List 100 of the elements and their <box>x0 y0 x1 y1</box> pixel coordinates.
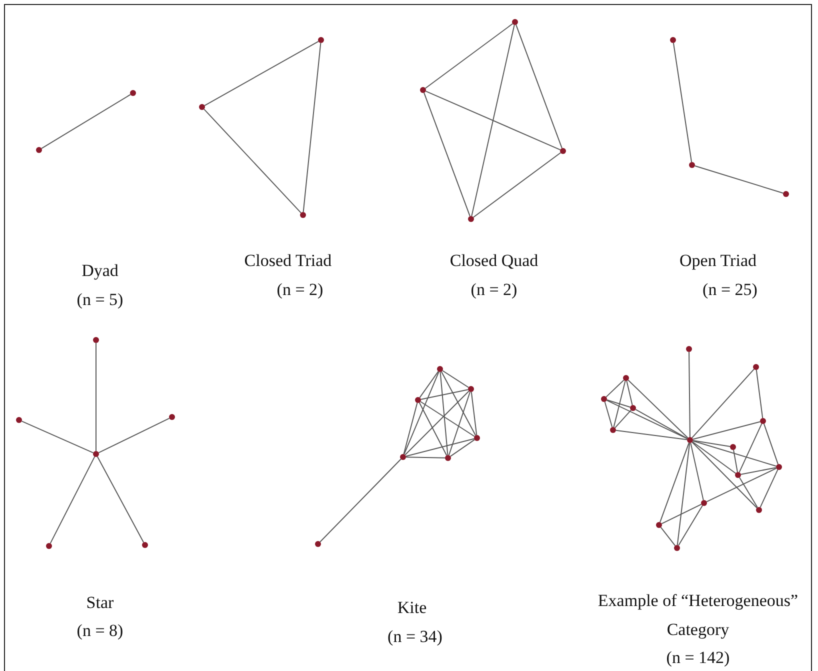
network-edge <box>615 430 688 440</box>
network-edge <box>613 380 626 428</box>
network-edge <box>733 449 738 473</box>
network-caption: Example of “Heterogeneous” Category <box>596 590 800 641</box>
network-node <box>730 444 736 450</box>
network-node <box>315 541 321 547</box>
network-caption: Dyad <box>82 260 118 282</box>
network-edge <box>661 504 702 524</box>
network-edge <box>606 399 631 408</box>
network-node <box>318 37 324 43</box>
network-caption: Open Triad <box>680 250 756 272</box>
network-edge <box>404 390 470 456</box>
network-edge <box>96 456 144 543</box>
network-edge <box>440 371 476 436</box>
network-edge <box>706 468 777 502</box>
network-edge <box>676 442 690 546</box>
network-node <box>93 337 99 343</box>
network-edge <box>690 442 704 501</box>
network-node <box>753 364 759 370</box>
network-edge <box>660 526 676 546</box>
network-caption: Closed Quad <box>450 250 538 272</box>
network-edge <box>419 370 439 398</box>
network-edge <box>660 442 690 523</box>
network-edge <box>302 42 322 213</box>
sample-size: (n = 8) <box>76 620 124 642</box>
network-edge <box>470 391 478 436</box>
network-edge <box>442 370 469 388</box>
network-edge <box>406 456 446 458</box>
network-edge <box>405 438 475 457</box>
network-node <box>445 455 451 461</box>
network-caption: Closed Triad <box>244 250 332 272</box>
network-edge <box>425 90 561 150</box>
sample-size: (n = 2) <box>276 279 324 301</box>
network-edge <box>756 369 764 419</box>
network-edge <box>694 165 784 194</box>
network-node <box>670 37 676 43</box>
network-node <box>674 545 680 551</box>
network-node <box>601 396 607 402</box>
network-node <box>689 162 695 168</box>
network-edge <box>471 24 515 217</box>
network-edge <box>420 389 469 400</box>
network-node <box>36 147 42 153</box>
network-edge <box>41 94 131 149</box>
sample-size: (n = 25) <box>702 279 758 301</box>
network-edge <box>672 42 692 163</box>
network-edge <box>420 401 475 437</box>
network-edge <box>738 423 762 473</box>
network-node <box>474 435 480 441</box>
network-edge <box>692 442 758 508</box>
network-edge <box>692 368 754 438</box>
network-caption: Kite <box>397 597 427 619</box>
network-node <box>560 148 566 154</box>
network-edge <box>614 410 632 428</box>
network-node <box>760 418 766 424</box>
network-edge <box>50 456 96 544</box>
network-edge <box>688 352 690 438</box>
network-node <box>783 191 789 197</box>
network-edge <box>424 23 514 89</box>
network-node <box>300 212 306 218</box>
network-edge <box>604 401 613 428</box>
network-edge <box>763 423 779 465</box>
network-node <box>656 522 662 528</box>
network-node <box>630 405 636 411</box>
network-node <box>610 427 616 433</box>
network-edge <box>204 40 319 106</box>
network-edge <box>692 441 736 474</box>
network-node <box>130 90 136 96</box>
sample-size: (n = 5) <box>76 289 124 311</box>
network-node <box>687 437 693 443</box>
network-node <box>46 543 52 549</box>
network-node <box>468 386 474 392</box>
network-node <box>16 417 22 423</box>
network-edge <box>692 440 731 448</box>
network-edge <box>424 92 470 217</box>
network-edge <box>418 402 448 456</box>
network-edge <box>692 421 761 440</box>
network-edge <box>740 467 777 475</box>
network-node <box>686 346 692 352</box>
network-edge <box>403 402 418 455</box>
network-node <box>142 542 148 548</box>
network-node <box>512 19 518 25</box>
network-node <box>735 472 741 478</box>
network-edge <box>635 408 688 440</box>
network-node <box>756 507 762 513</box>
network-node <box>199 104 205 110</box>
network-edge <box>628 380 688 438</box>
network-edge <box>404 371 440 455</box>
network-node <box>415 397 421 403</box>
network-node <box>701 500 707 506</box>
network-edge <box>472 152 562 218</box>
network-edge <box>760 469 778 508</box>
network-node <box>776 464 782 470</box>
network-node <box>93 451 99 457</box>
network-node <box>400 454 406 460</box>
network-node <box>468 216 474 222</box>
network-edge <box>98 418 170 454</box>
network-edge <box>606 380 624 398</box>
network-edge <box>516 24 562 149</box>
network-edge <box>678 505 703 546</box>
sample-size: (n = 2) <box>470 279 518 301</box>
